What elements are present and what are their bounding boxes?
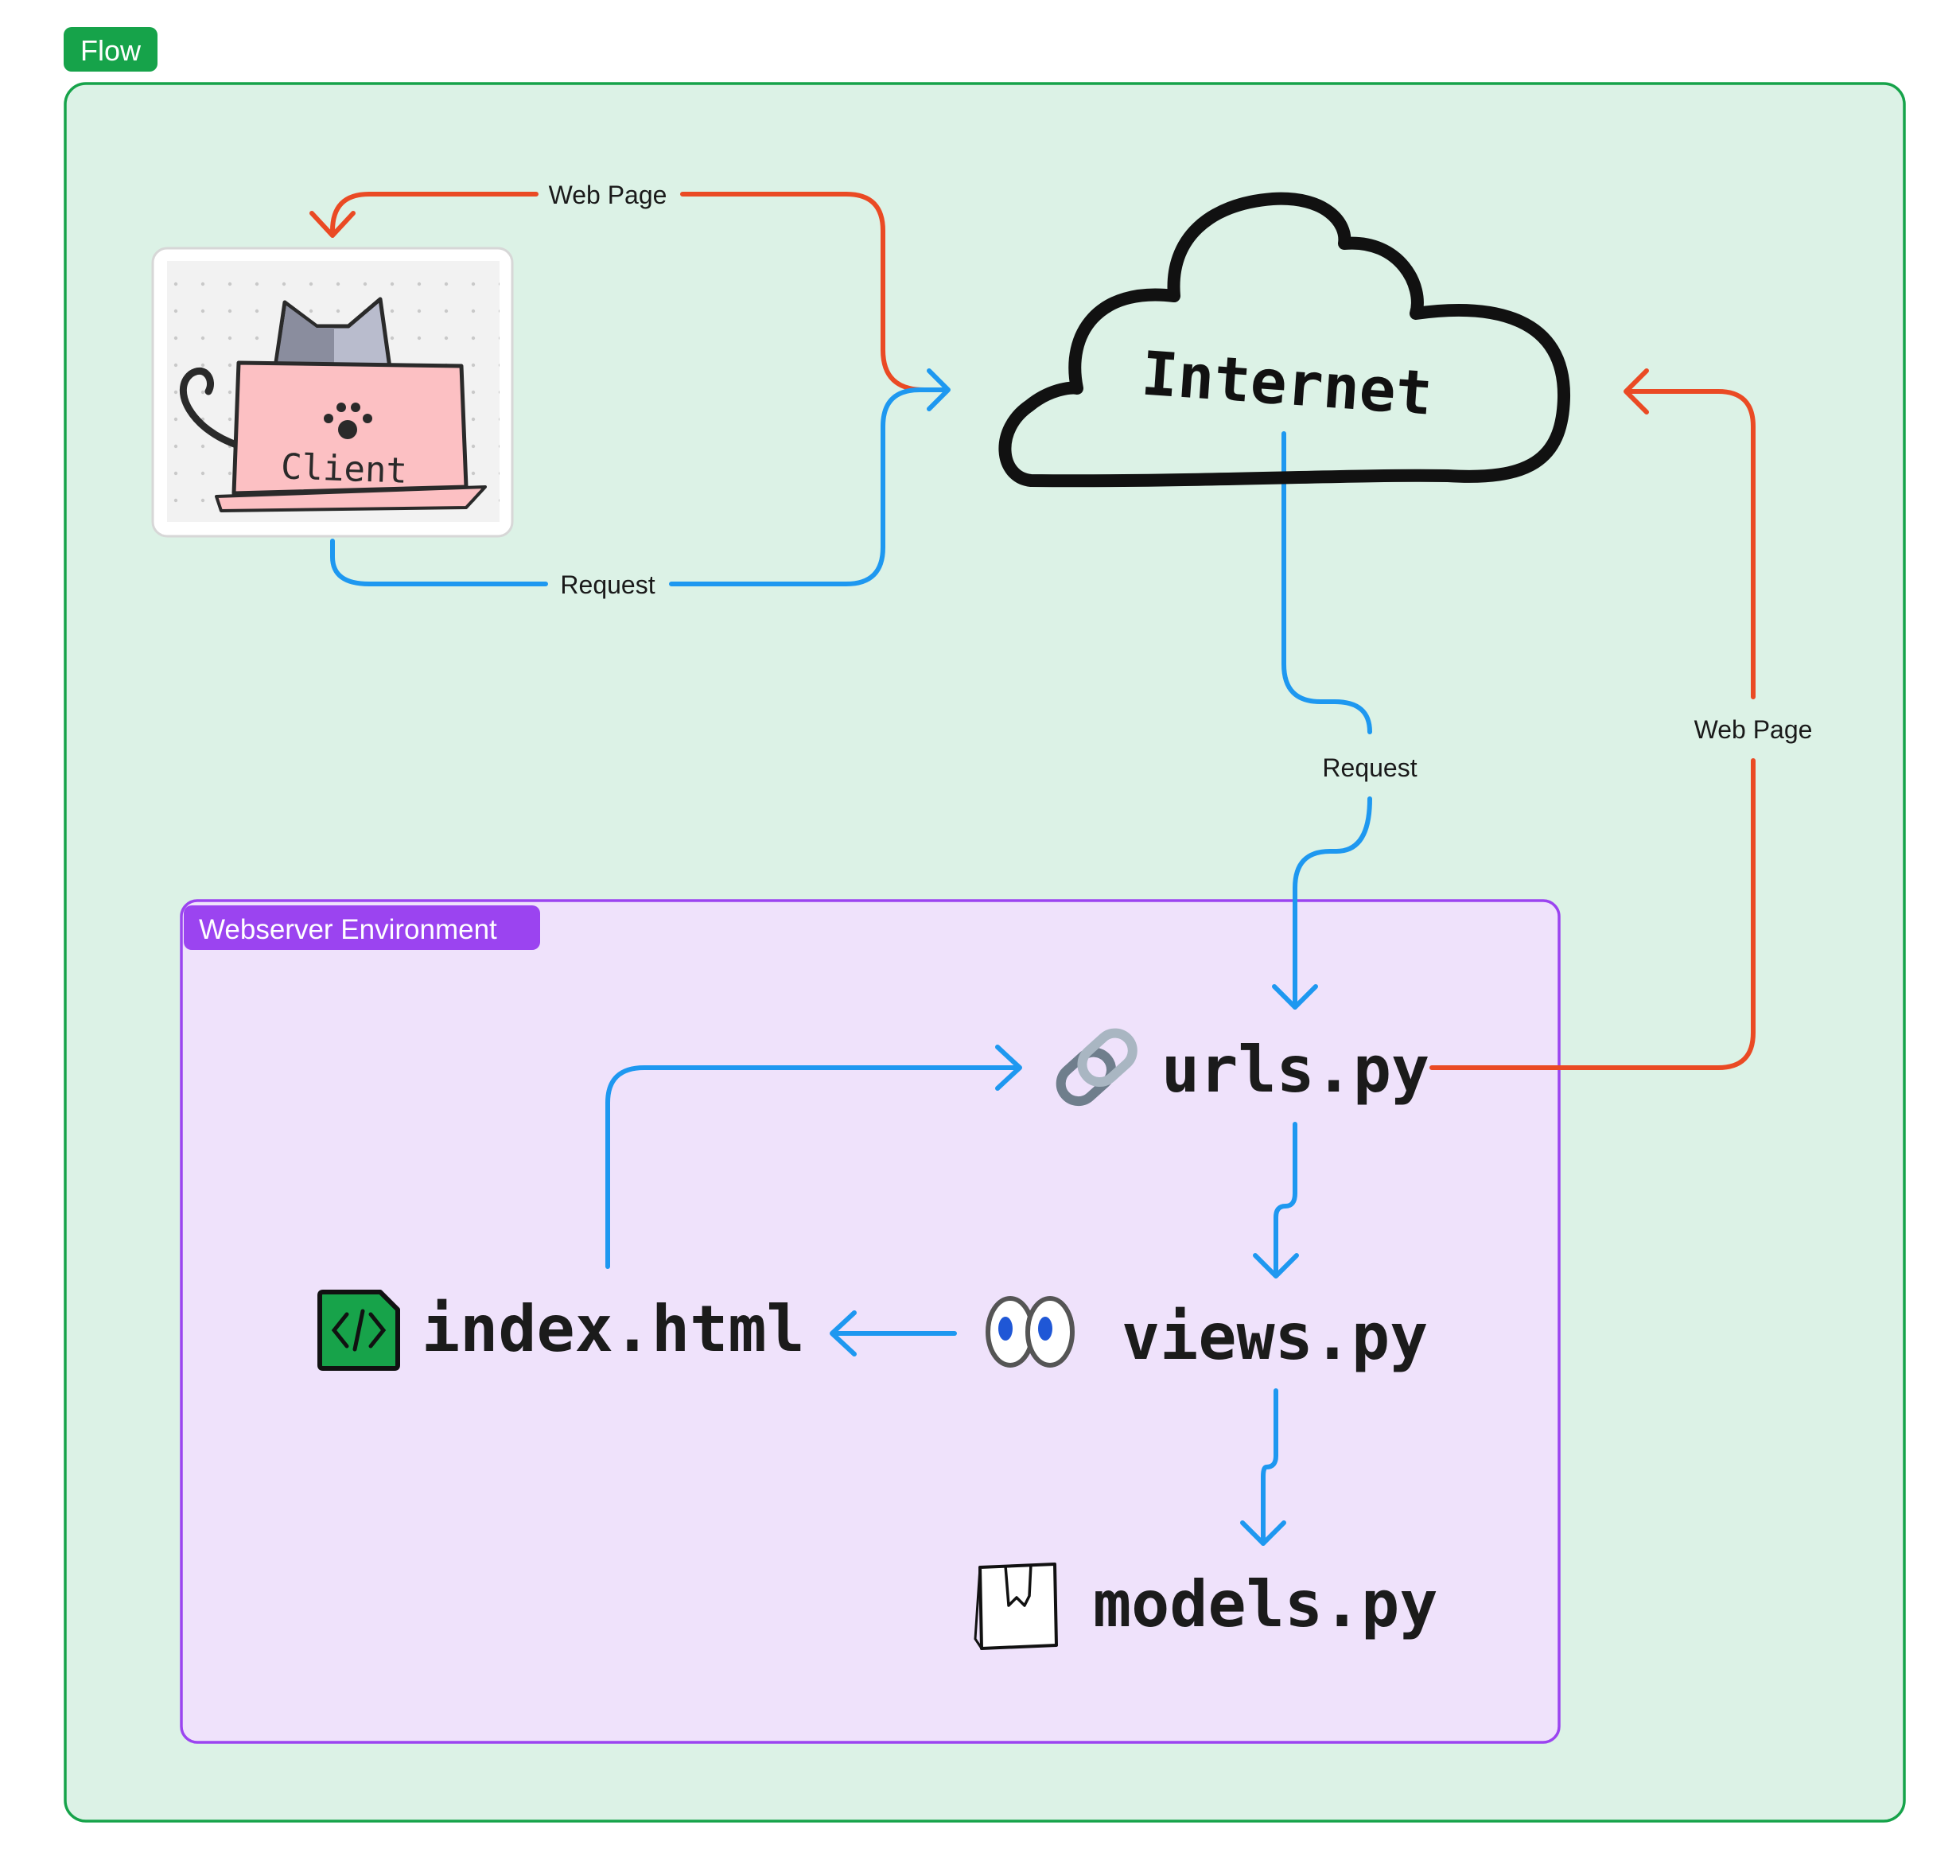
arrowhead-client: [309, 211, 356, 238]
flow-label-badge: Flow: [64, 27, 158, 72]
models-node: models.py: [974, 1563, 1437, 1650]
arrowhead-urls: [1272, 984, 1318, 1010]
edge-label-web-page-top: Web Page: [549, 181, 667, 209]
urls-label: urls.py: [1161, 1033, 1429, 1107]
edge-label-request-mid: Request: [1322, 753, 1417, 782]
eyes-icon: [986, 1296, 1075, 1368]
arrowhead-internet-left: [927, 368, 951, 411]
edge-webpage-internet-to-client: [330, 192, 927, 392]
arrowhead-index: [830, 1310, 857, 1356]
models-label: models.py: [1093, 1567, 1437, 1641]
flow-label: Flow: [80, 34, 142, 67]
urls-node: urls.py: [1056, 1028, 1429, 1107]
edge-request-client-to-internet: [330, 387, 949, 586]
edge-views-to-models: [1261, 1388, 1278, 1546]
edge-label-web-page-right: Web Page: [1694, 715, 1813, 744]
client-node: Client: [151, 247, 514, 538]
cloud-icon: [998, 192, 1571, 488]
edge-webpage-urls-to-internet: [1429, 389, 1756, 1070]
arrowhead-internet-right: [1624, 368, 1649, 415]
edge-request-internet-to-urls: [1281, 431, 1372, 1010]
arrowhead-models: [1240, 1520, 1286, 1546]
views-label: views.py: [1122, 1300, 1428, 1374]
edge-label-request-left: Request: [560, 570, 655, 599]
arrowhead-views: [1253, 1253, 1299, 1279]
webserver-environment-badge: Webserver Environment: [184, 905, 540, 950]
webserver-environment-frame: [180, 899, 1561, 1744]
views-node: views.py: [986, 1296, 1428, 1374]
code-file-icon: [317, 1290, 400, 1371]
webserver-environment-label: Webserver Environment: [199, 914, 497, 945]
client-label: Client: [280, 446, 408, 492]
edge-index-to-urls: [605, 1065, 1021, 1269]
arrowhead-urls-left: [995, 1045, 1022, 1091]
cat-laptop-icon: [179, 297, 487, 512]
link-icon: [1056, 1028, 1138, 1107]
index-label: index.html: [422, 1292, 805, 1366]
edge-urls-to-views: [1274, 1122, 1297, 1277]
index-node: index.html: [317, 1290, 805, 1371]
box-icon: [974, 1563, 1058, 1650]
